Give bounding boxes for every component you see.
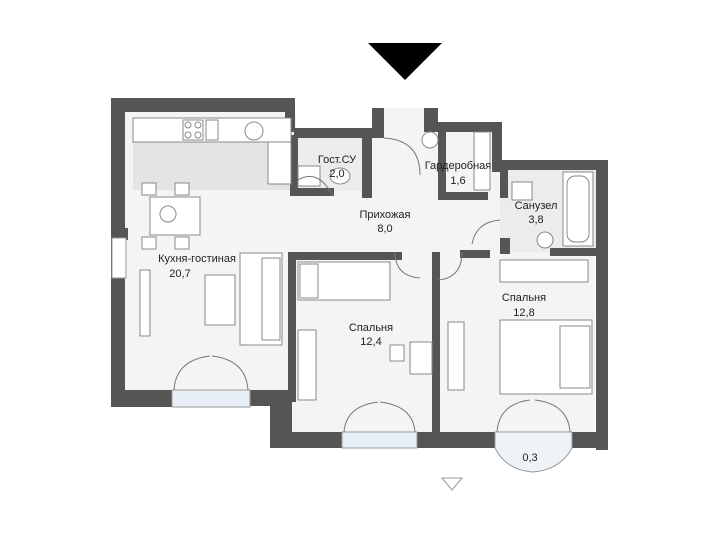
room-area-hallway: 8,0: [377, 223, 392, 235]
room-name-kitchen-living: Кухня-гостиная: [158, 253, 236, 265]
sink-icon: [244, 121, 264, 141]
kitchen-counter: [132, 117, 292, 185]
sofa-icon: [139, 252, 283, 346]
window-icon: [494, 431, 573, 473]
room-labels: Кухня-гостиная 20,7 Гост.СУ 2,0 Прихожая…: [158, 154, 557, 464]
wall-top-gsu: [294, 128, 372, 138]
wall-wardrobe-top: [424, 122, 502, 132]
wall-gsu-left: [290, 135, 298, 196]
exit-marker: [440, 477, 464, 491]
wall-gsu-right: [362, 128, 372, 198]
wall-hall-bottom-right: [460, 250, 490, 258]
window-icon: [341, 431, 418, 449]
wall-top-hall-left: [372, 108, 384, 138]
room-name-hallway: Прихожая: [360, 209, 411, 221]
room-name-guest-wc: Гост.СУ: [318, 154, 357, 166]
wall-wardrobe-bottom: [438, 192, 488, 200]
wall-bottom-bed1-right: [417, 432, 495, 448]
room-name-wardrobe: Гардеробная: [425, 160, 492, 172]
wall-bath-bottom: [500, 238, 510, 254]
wall-bath-bottom2: [550, 248, 596, 256]
room-area-bedroom-large: 12,8: [513, 307, 534, 319]
wardrobe-shelves: [421, 131, 491, 191]
room-area-bedroom-small: 12,4: [360, 336, 381, 348]
toilet-icon: [511, 181, 533, 201]
bed-icon: [499, 259, 593, 395]
wall-bedroom1-left: [288, 252, 296, 402]
wall-top-kitchen: [285, 98, 295, 132]
wall-bottom-bed1-left: [270, 432, 342, 448]
window-icon: [171, 389, 251, 408]
room-area-wardrobe: 1,6: [450, 175, 465, 187]
door-swing-icon: [173, 137, 571, 433]
entrance-arrow-icon: [368, 43, 442, 80]
wall-bottom-bed2-right: [572, 432, 608, 448]
windows: [111, 237, 573, 473]
room-area-kitchen-living: 20,7: [169, 268, 190, 280]
bathtub-icon: [511, 171, 594, 249]
room-area-balcony: 0,3: [522, 452, 537, 464]
window-icon: [111, 237, 127, 279]
dining-table-icon: [141, 182, 201, 250]
room-area-guest-wc: 2,0: [329, 168, 344, 180]
sink-icon: [536, 231, 554, 249]
wall-wardrobe-left: [438, 132, 446, 198]
walls: [111, 98, 608, 450]
room-name-bedroom-large: Спальня: [502, 292, 546, 304]
wall-wardrobe-right: [492, 122, 502, 172]
wall-hall-bottom-left: [288, 252, 402, 260]
wall-right: [596, 160, 608, 450]
wall-gsu-bottom: [294, 188, 334, 196]
wall-bath-top: [492, 160, 606, 170]
bed-icon: [297, 261, 465, 401]
room-name-bedroom-small: Спальня: [349, 322, 393, 334]
wall-bath-left: [500, 170, 508, 198]
room-area-bathroom: 3,8: [528, 214, 543, 226]
wall-divider: [432, 252, 440, 432]
room-name-bathroom: Санузел: [515, 200, 558, 212]
wall-mid-window-left: [120, 228, 128, 240]
